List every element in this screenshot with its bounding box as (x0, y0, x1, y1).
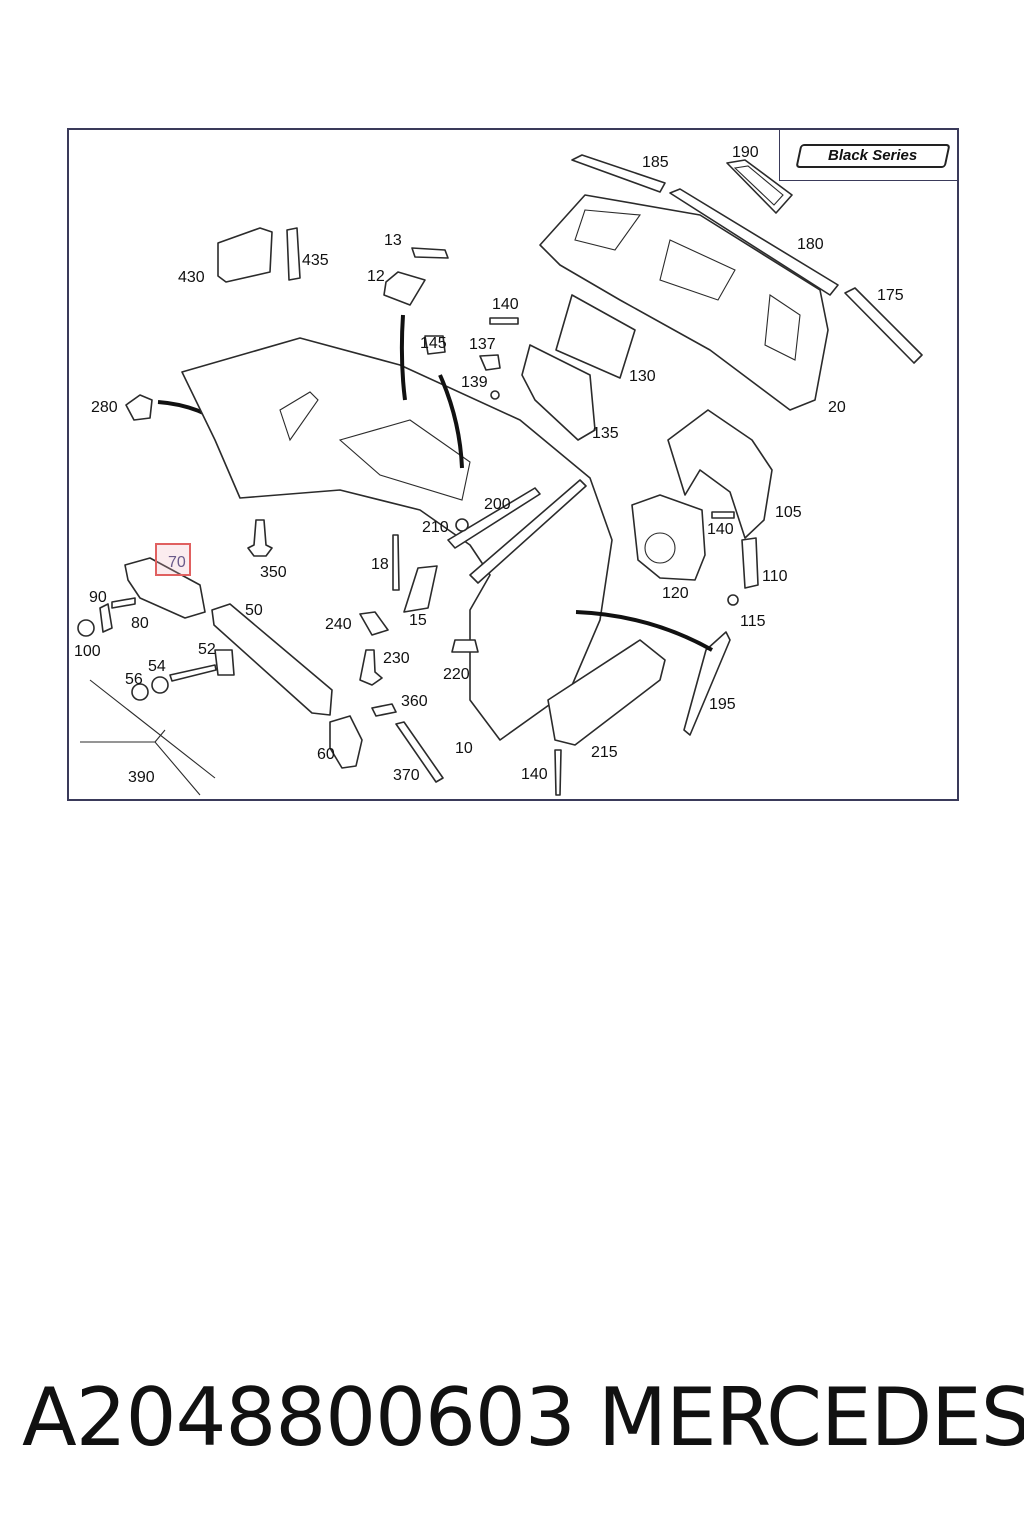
part-100-nut (77, 619, 95, 637)
part-215-panel (547, 639, 666, 746)
part-390-line (89, 679, 216, 779)
callout-215: 215 (591, 744, 618, 761)
part-70-bracket (124, 557, 206, 619)
part-115-screw (727, 594, 739, 606)
callout-18: 18 (371, 556, 389, 573)
callout-137: 137 (469, 336, 496, 353)
callout-135: 135 (592, 425, 619, 442)
part-13-bracket (411, 247, 449, 259)
callout-10: 10 (455, 740, 473, 757)
callout-12: 12 (367, 268, 385, 285)
callout-435: 435 (302, 252, 329, 269)
callout-54: 54 (148, 658, 166, 675)
part-54-washer (151, 676, 169, 694)
callout-140-bottom: 140 (521, 766, 548, 783)
part-430-module (217, 227, 273, 283)
part-90-washer (99, 603, 113, 633)
part-185-trim-strip (571, 154, 666, 193)
callout-15: 15 (409, 612, 427, 629)
callout-185: 185 (642, 154, 669, 171)
callout-100: 100 (74, 643, 101, 660)
part-140-rivet-mid (711, 511, 735, 519)
callout-230: 230 (383, 650, 410, 667)
part-140-rivet-bottom (554, 749, 562, 796)
part-190-frame (726, 159, 793, 214)
series-badge-box: Black Series (779, 130, 958, 181)
part-360-pad (371, 703, 397, 717)
part-230-bolt (359, 649, 383, 686)
part-110-sensor (741, 537, 759, 589)
callout-370: 370 (393, 767, 420, 784)
part-280-clip (125, 394, 153, 421)
part-145-clip (424, 335, 446, 355)
part-50-impact-absorber (211, 603, 333, 716)
callout-350: 350 (260, 564, 287, 581)
callout-130: 130 (629, 368, 656, 385)
part-435-clip (286, 227, 301, 281)
callout-120: 120 (662, 585, 689, 602)
callout-60: 60 (317, 746, 335, 763)
part-135-duct (521, 344, 596, 441)
callout-115: 115 (740, 613, 766, 630)
part-175-trim-strip (844, 287, 923, 364)
part-139-screw (490, 390, 500, 400)
part-105-wheel-arch-liner (667, 409, 773, 539)
callout-139: 139 (461, 374, 488, 391)
callout-195: 195 (709, 696, 736, 713)
black-series-badge: Black Series (795, 144, 951, 168)
part-15-bracket (403, 565, 438, 613)
callout-50: 50 (245, 602, 263, 619)
part-220-grommet (451, 639, 479, 653)
callout-52: 52 (198, 641, 216, 658)
callout-280: 280 (91, 399, 118, 416)
callout-80: 80 (131, 615, 149, 632)
callout-145: 145 (420, 335, 447, 352)
highlighted-callout-label: 70 (168, 554, 186, 571)
part-195-strip (683, 631, 731, 736)
callout-140-mid: 140 (707, 521, 734, 538)
callout-240: 240 (325, 616, 352, 633)
part-60-bracket (329, 715, 363, 769)
callout-110: 110 (762, 568, 788, 585)
part-54-bolt (169, 664, 217, 682)
footer: A2048800603 MERCEDES (0, 1370, 1024, 1480)
part-12-bracket (383, 271, 426, 306)
callout-13: 13 (384, 232, 402, 249)
callout-430: 430 (178, 269, 205, 286)
badge-label: Black Series (828, 147, 918, 164)
callout-56: 56 (125, 671, 143, 688)
brand-name: MERCEDES (598, 1371, 1024, 1464)
part-56-nut (131, 683, 149, 701)
highlighted-callout-70[interactable]: 70 (155, 543, 191, 576)
part-52-bracket (214, 649, 235, 676)
callout-390: 390 (128, 769, 155, 786)
part-210-washer (455, 518, 469, 532)
part-137-clip (479, 354, 501, 371)
callout-360: 360 (401, 693, 428, 710)
part-18-stud (392, 534, 400, 591)
part-80-bolt (111, 597, 136, 609)
exploded-parts-diagram: 185 190 180 175 20 13 12 430 435 140 145… (74, 144, 923, 796)
callout-190: 190 (732, 144, 759, 161)
part-200-strip (447, 487, 541, 549)
part-140-rivet-top (489, 317, 519, 325)
part-number: A2048800603 (22, 1371, 576, 1464)
callout-90: 90 (89, 589, 107, 606)
callout-180: 180 (797, 236, 824, 253)
callout-200: 200 (484, 496, 511, 513)
callout-105: 105 (775, 504, 802, 521)
callout-175: 175 (877, 287, 904, 304)
callout-20: 20 (828, 399, 846, 416)
part-180-trim-strip (669, 188, 839, 296)
part-370-strip (395, 721, 444, 783)
part-120-tailpipe-bracket (631, 494, 706, 581)
part-350-bolt (247, 519, 273, 557)
callout-140-top: 140 (492, 296, 519, 313)
callout-220: 220 (443, 666, 470, 683)
part-240-clip (359, 611, 389, 636)
callout-210: 210 (422, 519, 449, 536)
part-130-duct (555, 294, 636, 379)
